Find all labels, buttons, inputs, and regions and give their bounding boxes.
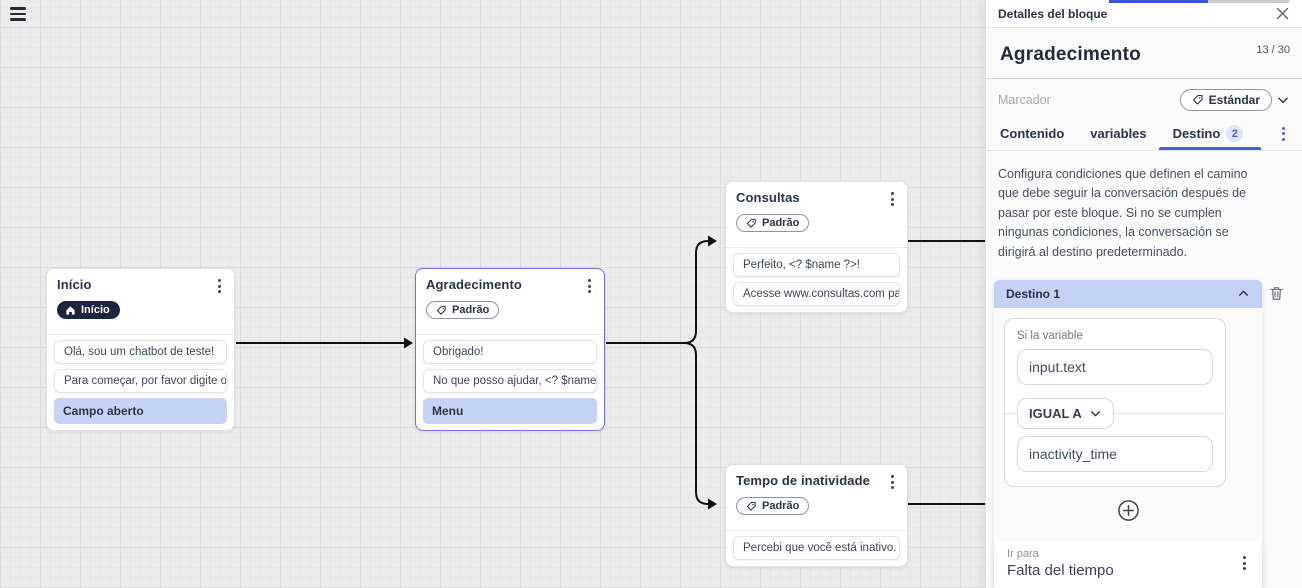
- message-bubble[interactable]: No que posso ajudar, <? $name ...: [423, 368, 597, 393]
- variable-input[interactable]: [1017, 348, 1213, 385]
- tag-icon: [746, 501, 756, 511]
- flow-node-agradecimento[interactable]: Agradecimento Padrão Obrigado! No que po…: [415, 268, 605, 431]
- menu-item[interactable]: Menu: [423, 397, 597, 424]
- goto-block-value[interactable]: Falta del tiempo: [1007, 561, 1114, 579]
- node-title: Consultas: [736, 190, 800, 205]
- marker-badge: Padrão: [736, 497, 810, 515]
- tab-destino[interactable]: Destino 2: [1158, 117, 1261, 150]
- operator-select[interactable]: IGUAL A: [1017, 397, 1114, 429]
- node-kebab-icon[interactable]: [888, 473, 897, 491]
- char-counter: 13 / 30: [1256, 44, 1290, 56]
- destination-description: Configura condiciones que definen el cam…: [998, 167, 1248, 259]
- flow-node-inicio[interactable]: Início Início Olá, sou um chatbot de tes…: [46, 268, 235, 431]
- open-field-item[interactable]: Campo aberto: [54, 397, 227, 424]
- message-bubble[interactable]: Obrigado!: [423, 339, 597, 364]
- tag-icon: [746, 218, 756, 228]
- delete-destination-button[interactable]: [1268, 284, 1294, 302]
- message-bubble[interactable]: Acesse www.consultas.com par...: [733, 281, 900, 306]
- condition-label: Si la variable: [1017, 329, 1083, 342]
- block-name-field[interactable]: Agradecimento: [1000, 44, 1141, 65]
- panel-scroll-indicator: [1109, 0, 1208, 3]
- panel-scroll-track: [1208, 0, 1289, 3]
- chevron-up-icon[interactable]: [1237, 287, 1250, 300]
- node-kebab-icon[interactable]: [215, 277, 224, 295]
- tab-options-kebab-icon[interactable]: [1279, 125, 1288, 143]
- message-bubble[interactable]: Percebi que você está inativo. C...: [733, 535, 900, 560]
- node-kebab-icon[interactable]: [888, 190, 897, 208]
- destination-header[interactable]: Destino 1: [994, 279, 1262, 308]
- chevron-down-icon: [1090, 411, 1100, 417]
- close-icon[interactable]: [1275, 6, 1290, 21]
- chevron-down-icon[interactable]: [1276, 93, 1290, 107]
- tab-variables[interactable]: variables: [1090, 126, 1147, 141]
- node-title: Agradecimento: [426, 277, 522, 292]
- goto-kebab-icon[interactable]: [1240, 554, 1249, 572]
- tab-contenido[interactable]: Contenido: [1000, 126, 1065, 141]
- marker-badge: Padrão: [426, 301, 500, 319]
- plus-circle-icon: [1117, 500, 1139, 521]
- marker-select[interactable]: Estándar: [1179, 89, 1272, 111]
- goto-label: Ir para: [1007, 547, 1039, 560]
- marker-badge: Padrão: [736, 214, 810, 232]
- node-title: Início: [57, 277, 92, 292]
- trash-icon: [1270, 286, 1283, 300]
- destination-title: Destino 1: [1006, 286, 1061, 301]
- panel-title: Detalles del bloque: [998, 6, 1108, 21]
- home-icon: [66, 305, 75, 315]
- block-details-panel: Detalles del bloque Agradecimento 13 / 3…: [985, 0, 1302, 588]
- add-condition-button[interactable]: [1117, 499, 1140, 522]
- flow-node-consultas[interactable]: Consultas Padrão Perfeito, <? $name ?>! …: [725, 181, 908, 313]
- message-bubble[interactable]: Perfeito, <? $name ?>!: [733, 252, 900, 277]
- marker-label: Marcador: [998, 93, 1051, 107]
- destino-count-badge: 2: [1226, 125, 1244, 142]
- tag-icon: [436, 305, 446, 315]
- flow-node-tempo-inatividade[interactable]: Tempo de inatividade Padrão Percebi que …: [725, 464, 908, 567]
- condition-card: Si la variable IGUAL A: [1004, 317, 1226, 487]
- node-title: Tempo de inatividade: [736, 473, 870, 488]
- destination-card: Destino 1 Si la variable IGUAL A: [994, 279, 1262, 588]
- tag-icon: [1192, 94, 1203, 105]
- node-kebab-icon[interactable]: [585, 277, 594, 295]
- message-bubble[interactable]: Olá, sou um chatbot de teste!: [54, 339, 227, 364]
- start-badge: Início: [57, 301, 120, 319]
- message-bubble[interactable]: Para começar, por favor digite o ...: [54, 368, 227, 393]
- menu-icon[interactable]: [10, 7, 26, 21]
- value-input[interactable]: [1017, 435, 1213, 472]
